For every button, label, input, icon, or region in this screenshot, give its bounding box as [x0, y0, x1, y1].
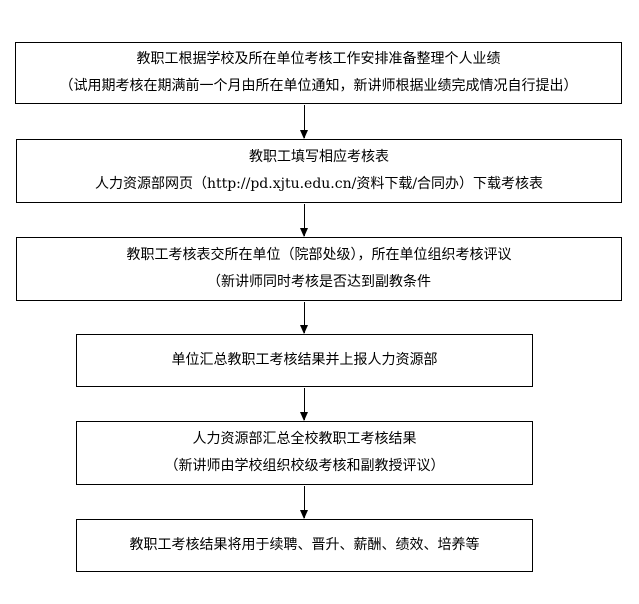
step-3-line-1: 教职工考核表交所在单位（院部处级），所在单位组织考核评议 [126, 247, 512, 263]
step-2-line-1: 教职工填写相应考核表 [249, 149, 389, 165]
step-1-line-1: 教职工根据学校及所在单位考核工作安排准备整理个人业绩 [136, 51, 501, 67]
step-1-line-2: （试用期考核在期满前一个月由所在单位通知，新讲师根据业绩完成情况自行提出） [59, 78, 578, 94]
arrow-down-icon [300, 105, 308, 139]
flow-step-4: 单位汇总教职工考核结果并上报人力资源部 [76, 334, 533, 387]
flow-step-1: 教职工根据学校及所在单位考核工作安排准备整理个人业绩 （试用期考核在期满前一个月… [15, 42, 622, 104]
arrow-down-icon [300, 204, 308, 237]
step-3-line-2: （新讲师同时考核是否达到副教条件 [207, 274, 431, 290]
step-6-line-1: 教职工考核结果将用于续聘、晋升、薪酬、绩效、培养等 [129, 537, 480, 553]
step-5-line-2: （新讲师由学校组织校级考核和副教授评议） [164, 458, 445, 474]
step-2-line-2: 人力资源部网页（http://pd.xjtu.edu.cn/资料下载/合同办）下… [94, 176, 544, 192]
step-5-line-1: 人力资源部汇总全校教职工考核结果 [192, 431, 417, 447]
arrow-down-icon [300, 486, 308, 519]
flow-step-6: 教职工考核结果将用于续聘、晋升、薪酬、绩效、培养等 [76, 519, 533, 572]
step-4-line-1: 单位汇总教职工考核结果并上报人力资源部 [171, 352, 438, 368]
flow-step-5: 人力资源部汇总全校教职工考核结果 （新讲师由学校组织校级考核和副教授评议） [76, 421, 533, 485]
flow-step-3: 教职工考核表交所在单位（院部处级），所在单位组织考核评议 （新讲师同时考核是否达… [16, 237, 622, 301]
arrow-down-icon [300, 388, 308, 421]
flow-step-2: 教职工填写相应考核表 人力资源部网页（http://pd.xjtu.edu.cn… [16, 139, 622, 203]
arrow-down-icon [300, 302, 308, 334]
